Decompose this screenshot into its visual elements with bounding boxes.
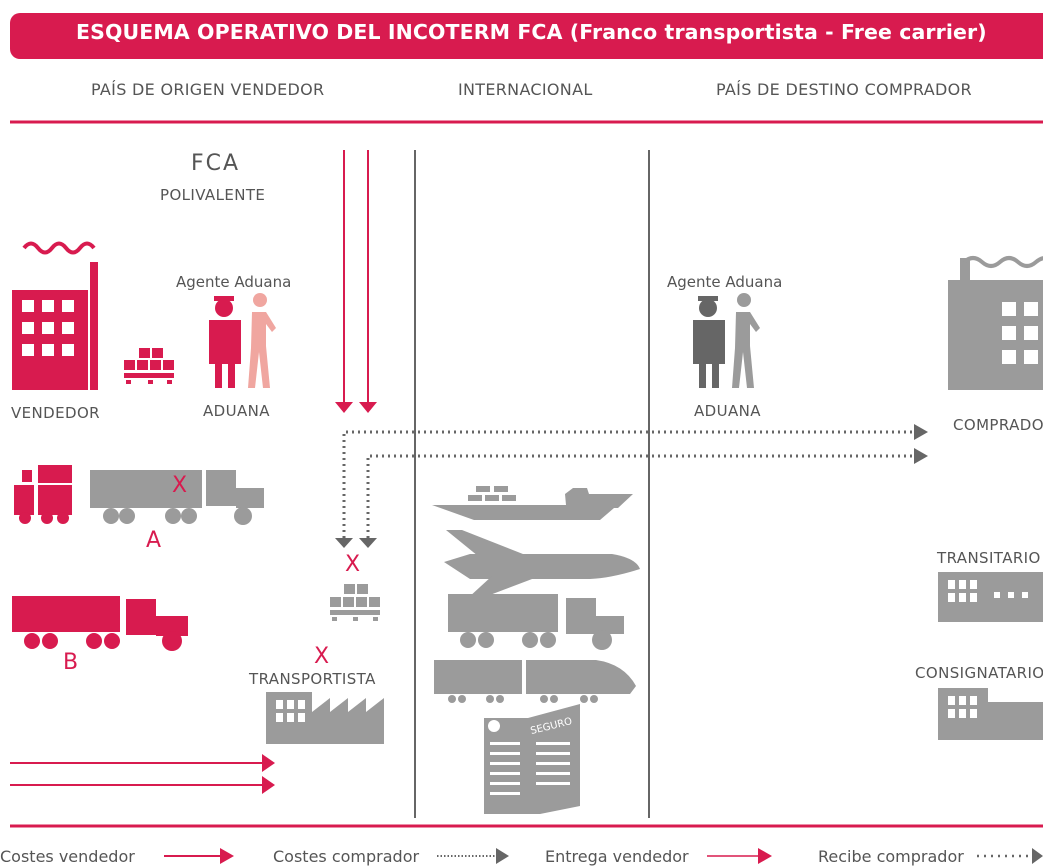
origin-customs-agent-icon: [209, 293, 276, 388]
legend-seller-costs-arrow: [164, 848, 234, 864]
delivery-goods-boxes-icon: [330, 584, 380, 621]
ship-icon: [432, 486, 633, 520]
truck-international-icon: [448, 594, 624, 650]
incoterm-code: FCA: [191, 151, 241, 176]
large-truck-a-icon: [90, 470, 264, 525]
carrier-building-icon: [266, 692, 384, 744]
column-header-destination: PAÍS DE DESTINO COMPRADOR: [716, 80, 972, 99]
buyer-dotted-arrows: [335, 424, 928, 548]
origin-customs-label: ADUANA: [203, 402, 270, 420]
legend-seller-costs: Costes vendedor: [0, 847, 135, 866]
legend-seller-delivery: Entrega vendedor: [545, 847, 689, 866]
option-a-label: A: [146, 528, 162, 553]
title-bar: [10, 13, 1043, 59]
origin-agent-label: Agente Aduana: [176, 273, 292, 291]
buyer-label: COMPRADOR: [953, 416, 1043, 434]
forwarder-label: TRANSITARIO: [937, 549, 1041, 567]
destination-customs-label: ADUANA: [694, 402, 761, 420]
legend-buyer-costs-arrow: [437, 848, 509, 864]
insurance-newspaper-icon: SEGURO: [484, 704, 580, 814]
carrier-mark: X: [314, 644, 330, 669]
carrier-label: TRANSPORTISTA: [249, 670, 376, 688]
legend-buyer-costs: Costes comprador: [273, 847, 420, 866]
seller-cost-arrows-vertical: [335, 150, 377, 413]
plane-icon: [444, 530, 640, 598]
train-icon: [434, 660, 636, 703]
truck-b-icon: [12, 596, 188, 651]
buyer-factory-icon: [948, 256, 1043, 390]
page-title: ESQUEMA OPERATIVO DEL INCOTERM FCA (Fran…: [76, 20, 987, 44]
delivery-point-mark: X: [345, 552, 361, 577]
option-b-label: B: [63, 650, 79, 675]
column-header-origin: PAÍS DE ORIGEN VENDEDOR: [91, 80, 325, 99]
seller-label: VENDEDOR: [11, 404, 100, 422]
forwarder-building-icon: [938, 572, 1043, 622]
consignee-label: CONSIGNATARIO: [915, 664, 1043, 682]
seller-factory-icon: [12, 241, 98, 390]
small-truck-a-icon: [14, 465, 72, 524]
incoterm-subtitle: POLIVALENTE: [160, 186, 266, 204]
legend-buyer-receives: Recibe comprador: [818, 847, 964, 866]
goods-boxes-icon: [124, 348, 174, 384]
destination-agent-label: Agente Aduana: [667, 273, 783, 291]
destination-customs-agent-icon: [693, 293, 760, 388]
truck-a-mark: X: [172, 473, 188, 498]
seller-cost-arrows-horizontal: [10, 754, 275, 794]
column-header-international: INTERNACIONAL: [458, 80, 593, 99]
consignee-building-icon: [938, 688, 1043, 740]
legend-seller-delivery-arrow: [707, 848, 772, 864]
legend-buyer-receives-arrow: [977, 848, 1043, 864]
